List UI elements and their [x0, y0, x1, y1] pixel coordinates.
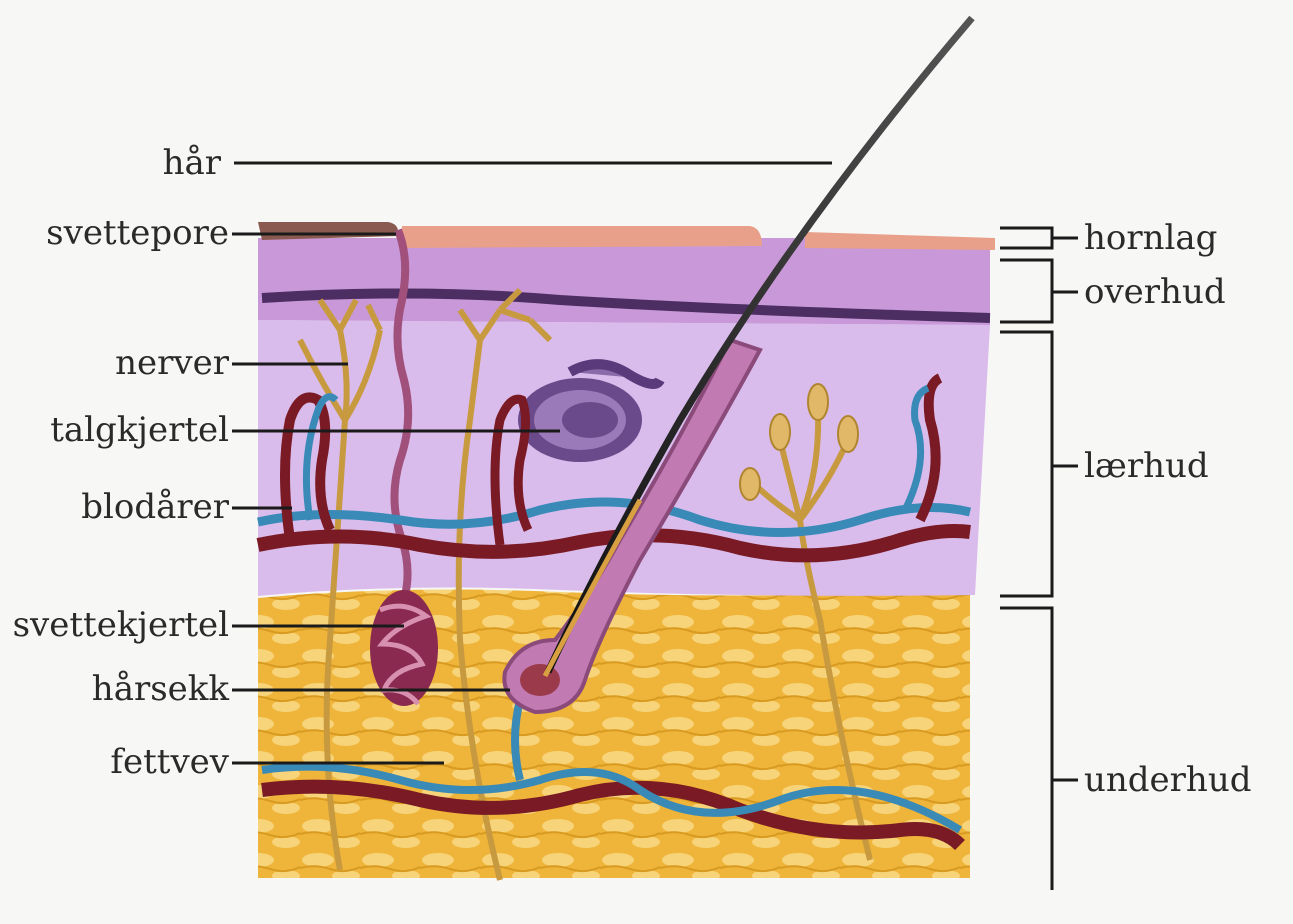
label-fettvev: fettvev [110, 745, 229, 779]
bracket-overhud [1000, 260, 1052, 322]
horn-layer [258, 222, 398, 240]
label-svettekjertel: svettekjertel [13, 608, 229, 642]
label-haar: hår [163, 146, 221, 180]
bracket-hornlag [1000, 228, 1052, 248]
label-overhud: overhud [1084, 275, 1226, 309]
label-harsekk: hårsekk [92, 672, 229, 706]
label-nerver: nerver [115, 346, 229, 380]
hair-bulb [520, 664, 560, 696]
label-blodarer: blodårer [81, 490, 229, 524]
label-hornlag: hornlag [1084, 221, 1217, 255]
bracket-underhud [1000, 608, 1052, 890]
bracket-laerhud [1000, 332, 1052, 596]
label-talgkjertel: talgkjertel [50, 413, 229, 447]
brackets-right [1000, 228, 1078, 890]
label-svettepore: svettepore [46, 216, 229, 250]
label-laerhud: lærhud [1084, 449, 1209, 483]
label-underhud: underhud [1084, 763, 1252, 797]
horn-layer-right [805, 232, 995, 250]
horn-layer-mid [402, 226, 762, 248]
